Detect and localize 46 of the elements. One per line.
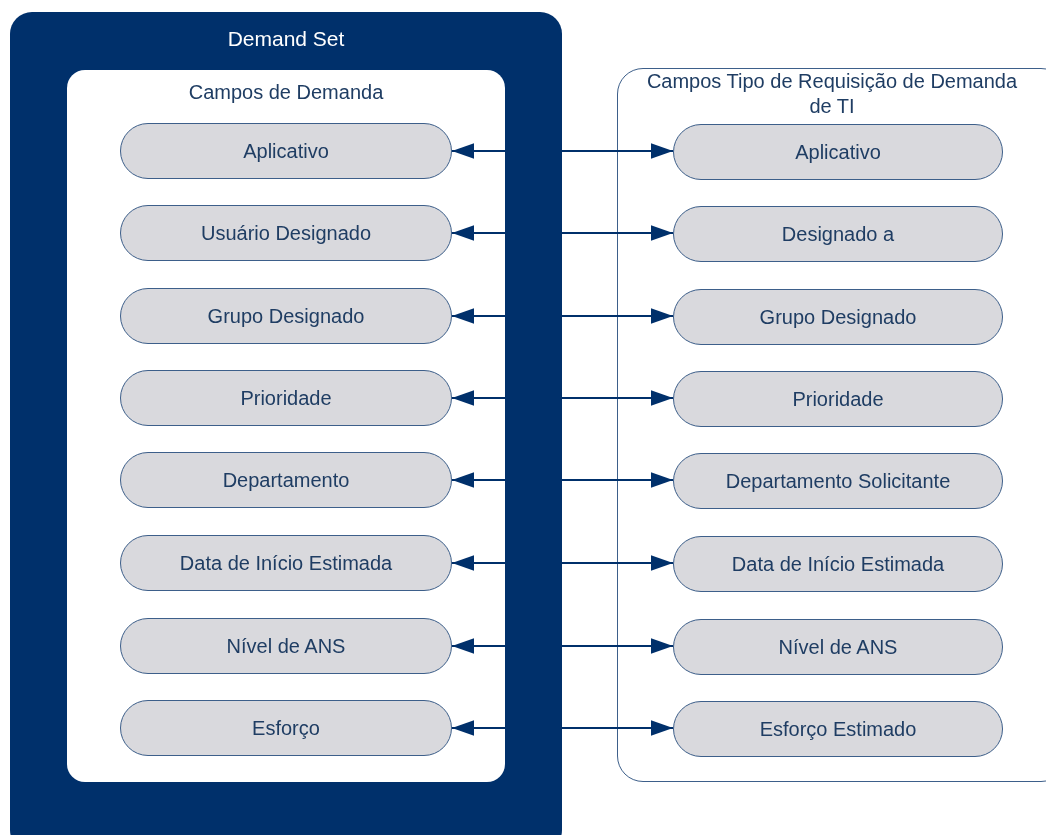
double-arrow: [452, 390, 673, 406]
field-label: Data de Início Estimada: [178, 551, 394, 575]
field-pill: [120, 205, 452, 261]
field-label: Departamento Solicitante: [724, 469, 952, 493]
group-title: Campos de Demanda: [187, 80, 385, 105]
group-title: Campos Tipo de Requisição de Demanda de TI: [645, 69, 1019, 119]
field-label: Grupo Designado: [206, 304, 366, 328]
field-pill: [120, 535, 452, 591]
double-arrow: [452, 472, 673, 488]
field-pill: [673, 619, 1003, 675]
field-label: Nível de ANS: [777, 635, 899, 659]
group-panel: [67, 70, 505, 782]
field-label: Departamento: [221, 468, 351, 492]
double-arrow: [452, 225, 673, 241]
field-label: Prioridade: [791, 387, 885, 411]
field-label: Usuário Designado: [199, 221, 373, 245]
field-label: Data de Início Estimada: [730, 552, 946, 576]
field-pill: [120, 700, 452, 756]
field-label: Grupo Designado: [758, 305, 918, 329]
field-pill: [673, 453, 1003, 509]
field-pill: [120, 123, 452, 179]
group-panel: [10, 12, 562, 835]
field-label: Aplicativo: [242, 139, 330, 163]
double-arrow: [452, 143, 673, 159]
field-pill: [673, 206, 1003, 262]
field-pill: [120, 288, 452, 344]
field-label: Designado a: [780, 222, 896, 246]
field-label: Esforço Estimado: [758, 717, 918, 741]
field-label: Prioridade: [239, 386, 333, 410]
group-panel: [617, 68, 1046, 782]
field-pill: [673, 124, 1003, 180]
field-label: Esforço: [251, 716, 321, 740]
field-label: Nível de ANS: [225, 634, 347, 658]
double-arrow: [452, 638, 673, 654]
double-arrow: [452, 720, 673, 736]
field-pill: [120, 618, 452, 674]
double-arrow: [452, 308, 673, 324]
group-title: Demand Set: [226, 26, 346, 52]
field-pill: [673, 701, 1003, 757]
field-pill: [673, 289, 1003, 345]
field-pill: [673, 536, 1003, 592]
field-pill: [120, 452, 452, 508]
double-arrow: [452, 555, 673, 571]
field-label: Aplicativo: [794, 140, 882, 164]
field-pill: [673, 371, 1003, 427]
field-pill: [120, 370, 452, 426]
